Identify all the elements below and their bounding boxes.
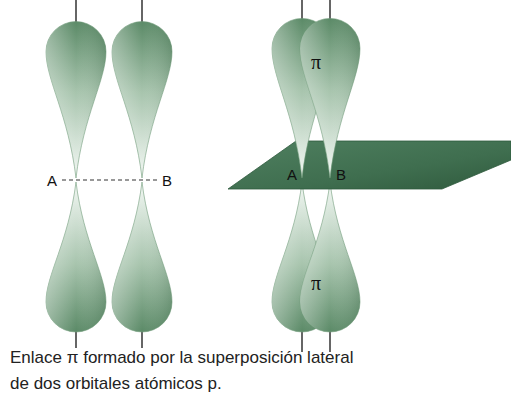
orbital-lobe	[300, 18, 360, 178]
atom-label: A	[47, 173, 57, 188]
atom-label: B	[336, 167, 346, 182]
atom-label: B	[162, 173, 172, 188]
lobe-shading	[112, 182, 172, 332]
caption: Enlace π formado por la superposición la…	[10, 345, 355, 397]
atom-label: A	[287, 167, 297, 182]
nodal-plane	[228, 141, 511, 189]
lobe-shading	[46, 22, 106, 178]
bond-label: π	[311, 52, 321, 72]
orbital-lobe	[112, 182, 172, 332]
bond-label: π	[311, 273, 321, 293]
lobe-shading	[300, 18, 360, 178]
lobe-shading	[300, 182, 360, 332]
p-orbitals	[46, 18, 511, 332]
lobe-shading	[112, 22, 172, 178]
orbital-lobe	[46, 22, 106, 178]
orbital-lobe	[300, 182, 360, 332]
internuclear-axis	[62, 179, 158, 180]
orbital-lobe	[46, 182, 106, 332]
lobe-shading	[46, 182, 106, 332]
orbital-lobe	[112, 22, 172, 178]
